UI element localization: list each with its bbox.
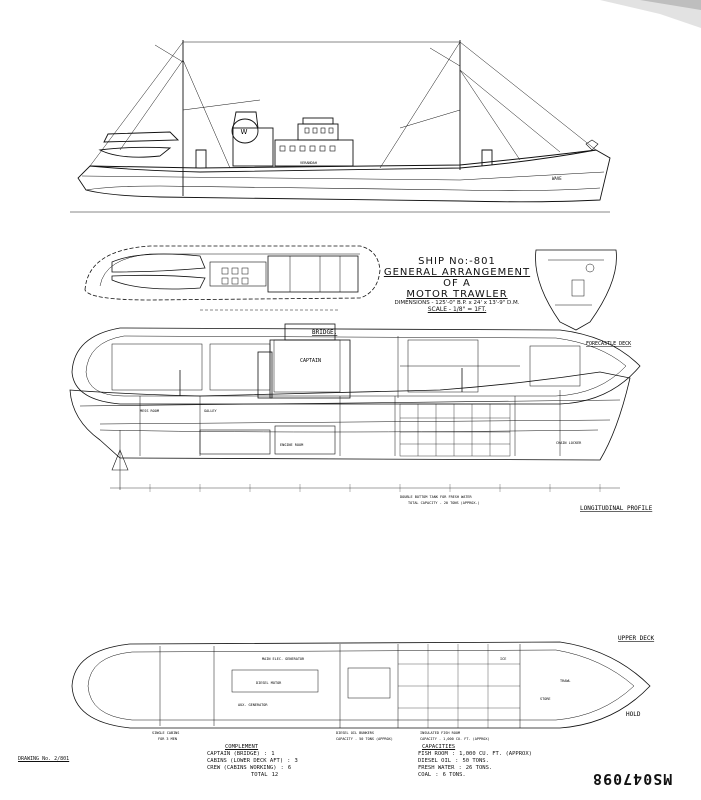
dimensions-text: DIMENSIONS - 125'-0" B.P. x 24' x 13'-9"… [394, 300, 520, 306]
hold-plan [71, 641, 651, 729]
capacities-title: CAPACITIES [422, 744, 456, 750]
trawl-label: TRAWL [560, 679, 571, 683]
funnel-letter: W [241, 128, 248, 136]
complement-label: CABINS (LOWER DECK AFT) [207, 758, 284, 764]
upper-deck-plan [71, 327, 641, 405]
bow-name: WAVE [552, 176, 562, 181]
galley-label: GALLEY [204, 409, 218, 413]
capacity-value: 26 TONS. [465, 765, 493, 771]
capacity-row: FISH ROOM:1,000 CU. FT. (APPROX) [418, 751, 532, 757]
complement-label: TOTAL [251, 772, 268, 778]
profile-view-label: LONGITUDINAL PROFILE [580, 505, 653, 512]
complement-table: COMPLEMENT CAPTAIN (BRIDGE):1 CABINS (LO… [207, 744, 298, 779]
verandah-label: VERANDAH [300, 161, 317, 165]
hold-tank-capacity: CAPACITY - 50 TONS (APPROX) [336, 737, 393, 741]
capacity-label: FISH ROOM [418, 751, 448, 757]
complement-value: 12 [271, 772, 279, 778]
capacity-value: 1,000 CU. FT. (APPROX) [459, 751, 532, 757]
aux-generator-label: AUX. GENERATOR [238, 703, 268, 707]
outboard-profile [70, 40, 611, 213]
title-motor-trawler: MOTOR TRAWLER [406, 289, 508, 300]
single-cabins-label: SINGLE CABINS [152, 731, 179, 735]
complement-value: 6 [287, 765, 292, 771]
complement-label: CAPTAIN (BRIDGE) [207, 751, 260, 757]
complement-row: CAPTAIN (BRIDGE):1 [207, 751, 275, 757]
capacity-label: DIESEL OIL [418, 758, 452, 764]
insulated-fish-room-capacity: CAPACITY - 1,000 CU. FT. (APPROX) [420, 737, 490, 741]
scale-text: SCALE - 1/8" = 1FT. [427, 306, 487, 313]
title-of-a: OF A [443, 278, 471, 289]
complement-row: CREW (CABINS WORKING):6 [207, 765, 292, 771]
store-label: STORE [540, 697, 551, 701]
drawing-number: DRAWING No. 2/801 [18, 756, 70, 762]
longitudinal-profile [69, 323, 631, 492]
double-bottom-capacity: TOTAL CAPACITY - 20 TONS (APPROX.) [408, 501, 480, 505]
insulated-fish-room-label: INSULATED FISH ROOM [420, 731, 460, 735]
capacity-label: FRESH WATER [418, 765, 455, 771]
capacity-row: COAL:6 TONS. [418, 772, 466, 778]
engine-room-label: ENGINE ROOM [280, 443, 303, 447]
ice-label: ICE [500, 657, 506, 661]
hold-view-label: HOLD [626, 711, 641, 718]
main-engine-label: DIESEL MOTOR [256, 681, 282, 685]
capacity-row: DIESEL OIL:50 TONS. [418, 758, 489, 764]
main-generator-label: MAIN ELEC. GENERATOR [262, 657, 305, 661]
title-block: SHIP No:-801 GENERAL ARRANGEMENT OF A MO… [382, 256, 532, 313]
bridge-view-label: BRIDGE. [312, 329, 337, 336]
capacities-table: CAPACITIES FISH ROOM:1,000 CU. FT. (APPR… [418, 744, 532, 779]
hold-tank-label: DIESEL OIL BUNKERS [336, 731, 374, 735]
bridge-plan [84, 245, 381, 311]
forecastle-plan [535, 249, 617, 331]
capacity-label: COAL [418, 772, 432, 778]
complement-row: CABINS (LOWER DECK AFT):3 [207, 758, 298, 764]
complement-title: COMPLEMENT [225, 744, 259, 750]
complement-value: 3 [294, 758, 298, 764]
title-general-arrangement: GENERAL ARRANGEMENT [383, 267, 531, 278]
complement-label: CREW (CABINS WORKING) [207, 765, 277, 771]
chain-locker-label: CHAIN LOCKER [556, 441, 582, 445]
captain-label: CAPTAIN [300, 358, 321, 364]
capacity-value: 50 TONS. [462, 758, 489, 764]
ship-number: SHIP No:-801 [418, 256, 496, 267]
capacity-value: 6 TONS. [442, 772, 466, 778]
double-bottom-label: DOUBLE BOTTOM TANK FOR FRESH WATER [400, 495, 473, 499]
reference-number: MS047098 [592, 770, 673, 788]
crew-cabins-label: FOR 3 MEN [158, 737, 177, 741]
capacity-row: FRESH WATER:26 TONS. [418, 765, 493, 771]
complement-value: 1 [271, 751, 275, 757]
mess-room-label: MESS ROOM [140, 409, 159, 413]
upper-deck-view-label: UPPER DECK [618, 635, 655, 642]
paper-corner-shading [600, 0, 701, 28]
